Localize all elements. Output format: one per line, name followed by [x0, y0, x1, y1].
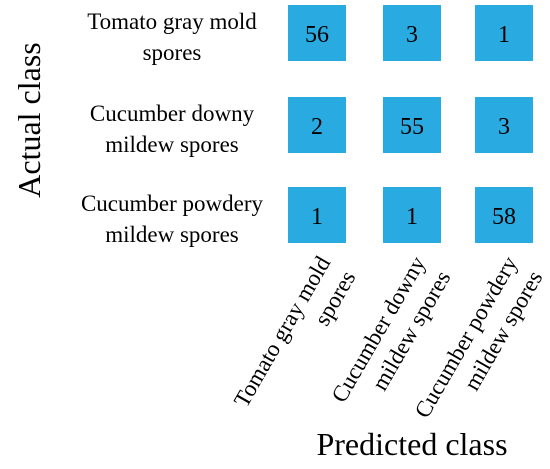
row-label-line: spores [143, 40, 202, 65]
y-axis-label: Actual class [11, 42, 47, 198]
column-label-line: Tomato gray mold [229, 252, 336, 412]
matrix-cell [383, 5, 441, 61]
cell-value-label: 55 [400, 114, 424, 140]
matrix-cell [383, 97, 441, 153]
row-label-line: mildew spores [105, 132, 239, 157]
x-axis-label: Predicted class [316, 426, 507, 462]
cell-value-label: 3 [498, 114, 510, 140]
cell-value-label: 58 [492, 204, 516, 230]
cell-value-label: 3 [406, 22, 418, 48]
matrix-cell [288, 187, 346, 243]
matrix-cell [475, 5, 533, 61]
row-label-line: Cucumber downy [90, 101, 255, 126]
row-label-line: mildew spores [105, 222, 239, 247]
matrix-cell [475, 187, 533, 243]
cell-value-label: 1 [311, 204, 323, 230]
matrix-cells: 56 3 1 2 55 3 1 1 58 [288, 5, 533, 243]
matrix-cell [383, 187, 441, 243]
row-label-line: Tomato gray mold [87, 9, 257, 34]
row-label-line: Cucumber powdery [81, 191, 264, 216]
matrix-cell [288, 5, 346, 61]
matrix-cell [475, 97, 533, 153]
cell-value-label: 56 [305, 22, 329, 48]
matrix-cell [288, 97, 346, 153]
cell-value-label: 2 [311, 114, 323, 140]
cell-value-label: 1 [498, 22, 510, 48]
cell-value-label: 1 [406, 204, 418, 230]
